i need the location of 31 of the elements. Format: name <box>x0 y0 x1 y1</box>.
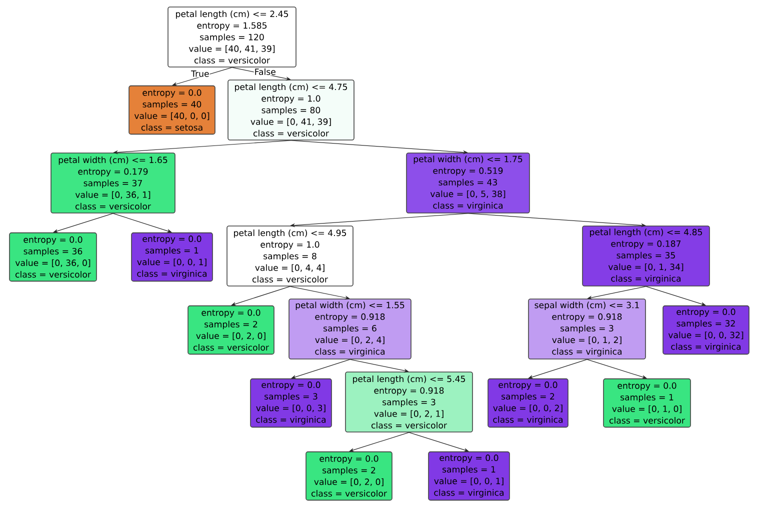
arrow <box>291 359 350 379</box>
arrow <box>53 213 114 233</box>
tree-node: entropy = 0.0 samples = 2 value = [0, 0, 2] class = virginica <box>488 378 568 428</box>
tree-node: entropy = 0.0 samples = 1 value = [0, 0, 1] class = virginica <box>428 451 510 501</box>
edge-label: False <box>255 68 276 75</box>
arrow <box>231 286 290 306</box>
tree-node: petal length (cm) <= 2.45 entropy = 1.585 samples = 120 value = [40, 41, 39] class = versicolor <box>168 6 296 68</box>
tree-node: petal length (cm) <= 4.85 entropy = 0.187 samples = 35 value = [0, 1, 34] class = virginica <box>582 226 710 286</box>
tree-node: entropy = 0.0 samples = 2 value = [0, 2, 0] class = versicolor <box>306 451 392 501</box>
tree-node: petal length (cm) <= 4.75 entropy = 1.0 samples = 80 value = [0, 41, 39] class = versicolor <box>228 80 354 140</box>
arrow <box>172 67 232 86</box>
tree-node: entropy = 0.0 samples = 40 value = [40, 0, 0] class = setosa <box>128 85 216 135</box>
tree-node: entropy = 0.0 samples = 3 value = [0, 0, 3] class = virginica <box>250 378 332 428</box>
tree-node: petal width (cm) <= 1.55 entropy = 0.918 samples = 6 value = [0, 2, 4] class = virginica <box>288 298 412 360</box>
arrow <box>408 432 469 452</box>
tree-node: entropy = 0.0 samples = 1 value = [0, 0, 1] class = virginica <box>131 232 213 282</box>
arrow <box>528 359 588 379</box>
tree-node: petal length (cm) <= 5.45 entropy = 0.918 samples = 3 value = [0, 2, 1] class = versicolor <box>345 372 473 432</box>
arrow <box>349 432 410 452</box>
arrow <box>112 213 172 233</box>
tree-node: entropy = 0.0 samples = 2 value = [0, 2, 0] class = versicolor <box>188 305 274 355</box>
tree-node: entropy = 0.0 samples = 32 value = [0, 0, 32] class = virginica <box>662 305 750 355</box>
tree-node: entropy = 0.0 samples = 1 value = [0, 1, 0] class = versicolor <box>603 378 691 428</box>
tree-node: petal width (cm) <= 1.65 entropy = 0.179 samples = 37 value = [0, 36, 1] class = versicolor <box>50 152 176 214</box>
arrow <box>586 359 647 379</box>
tree-node: petal width (cm) <= 1.75 entropy = 0.519 samples = 43 value = [0, 5, 38] class = virginica <box>406 152 530 214</box>
tree-node: sepal width (cm) <= 3.1 entropy = 0.918 samples = 3 value = [0, 1, 2] class = virginica <box>528 298 646 360</box>
tree-node: entropy = 0.0 samples = 36 value = [0, 36, 0] class = versicolor <box>9 232 97 282</box>
edge-label: True <box>191 70 209 77</box>
tree-node: petal length (cm) <= 4.95 entropy = 1.0 samples = 8 value = [0, 4, 4] class = versicolor <box>226 226 354 286</box>
arrow <box>646 286 706 306</box>
